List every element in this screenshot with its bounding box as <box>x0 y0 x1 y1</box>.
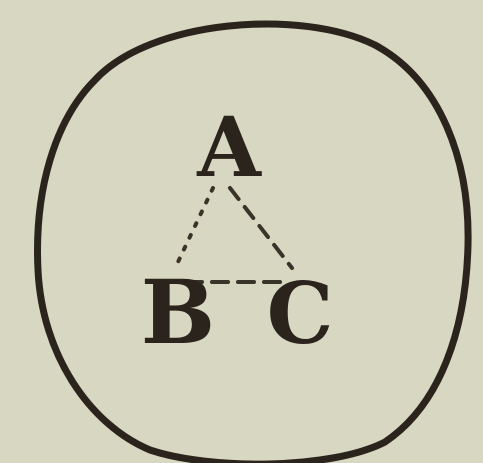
edge-a-c <box>230 188 292 268</box>
outer-enclosure-outline <box>38 24 469 463</box>
edge-a-b <box>178 188 213 262</box>
node-b-label: B <box>141 260 215 364</box>
node-c-label: C <box>267 264 334 363</box>
node-a-label: A <box>196 100 262 196</box>
